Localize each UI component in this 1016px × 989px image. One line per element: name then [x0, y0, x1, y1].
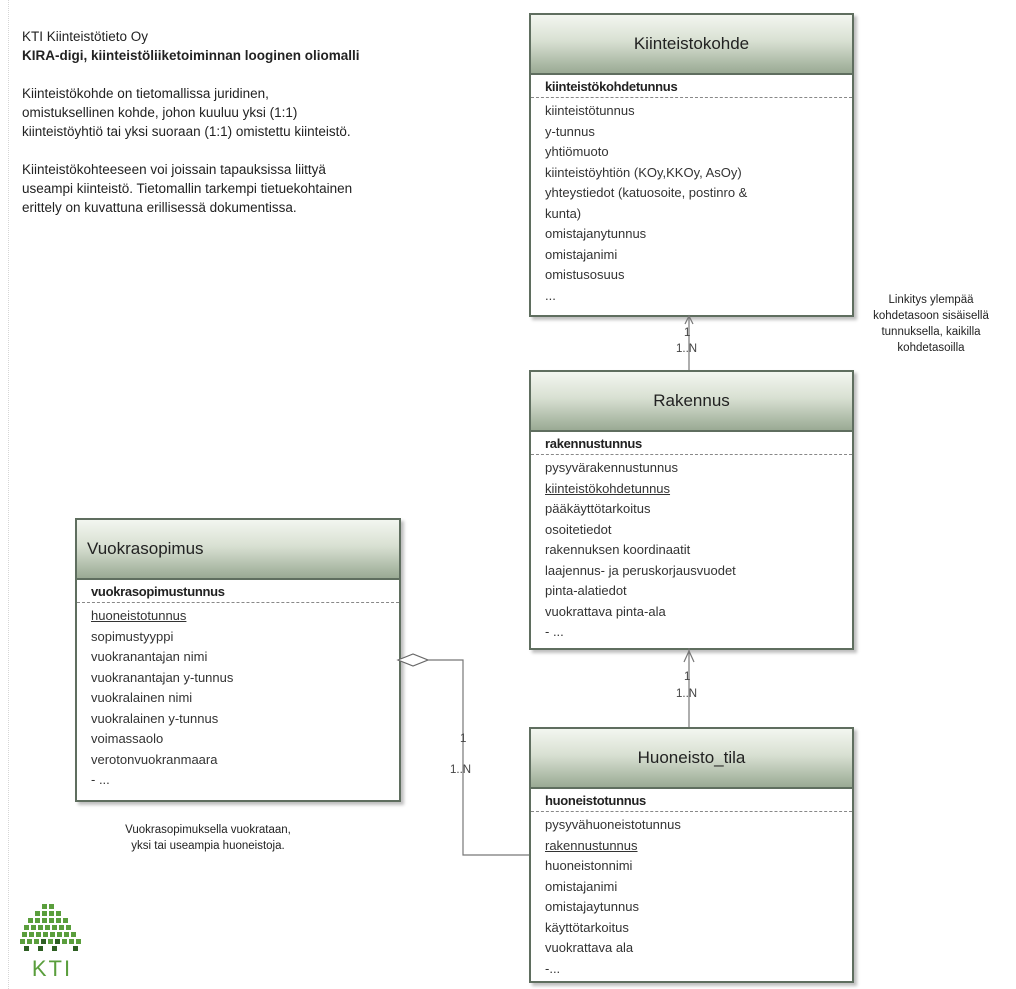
attribute: yhtiömuoto	[545, 144, 609, 159]
attribute: - ...	[545, 624, 564, 639]
attribute: omistajanimi	[545, 878, 618, 894]
attribute: laajennus- ja peruskorjausvuodet	[545, 562, 736, 578]
foreign-key-attribute: rakennustunnus	[545, 837, 638, 853]
attribute: - ...	[91, 772, 110, 787]
primary-key: vuokrasopimustunnus	[77, 580, 399, 603]
attribute-list: huoneistotunnus sopimustyyppi vuokranant…	[77, 603, 399, 795]
crowfoot-rakennus-huoneisto	[683, 649, 695, 663]
multiplicity-many: 1..N	[676, 688, 698, 700]
attribute: pääkäyttötarkoitus	[545, 501, 651, 516]
attribute: vuokralainen y-tunnus	[91, 710, 219, 726]
entity-title: Kiinteistokohde	[531, 15, 852, 75]
attribute: vuokralainen nimi	[91, 690, 193, 705]
attribute: omistajanytunnus	[545, 226, 647, 241]
attribute: käyttötarkoitus	[545, 919, 629, 935]
attribute: sopimustyyppi	[91, 628, 174, 644]
foreign-key-attribute: huoneistotunnus	[91, 608, 187, 623]
entity-title: Rakennus	[531, 372, 852, 432]
attribute: pysyvärakennustunnus	[545, 460, 678, 475]
entity-huoneisto-tila[interactable]: Huoneisto_tila huoneistotunnus pysyvähuo…	[529, 727, 854, 983]
intro-paragraph-2: Kiinteistökohteeseen voi joissain tapauk…	[22, 162, 353, 215]
page-edge-guide	[8, 0, 9, 989]
attribute-list: pysyvähuoneistotunnus rakennustunnus huo…	[531, 812, 852, 983]
attribute: -...	[545, 960, 561, 976]
entity-kiinteistokohde[interactable]: Kiinteistokohde kiinteistökohdetunnus ki…	[529, 13, 854, 317]
attribute: vuokranantajan y-tunnus	[91, 669, 234, 685]
primary-key: rakennustunnus	[531, 432, 852, 455]
attribute: ...	[545, 287, 556, 303]
attribute: kunta)	[545, 205, 582, 221]
primary-key: huoneistotunnus	[531, 789, 852, 812]
attribute: pysyvähuoneistotunnus	[545, 817, 681, 832]
multiplicity-one: 1	[684, 327, 691, 339]
attribute: verotonvuokranmaara	[91, 751, 218, 767]
attribute: omistajanimi	[545, 246, 618, 262]
attribute: omistusosuus	[545, 267, 625, 282]
attribute: vuokrattava ala	[545, 940, 634, 955]
relation-line-vuokrasopimus-huoneisto	[428, 659, 529, 856]
attribute: yhteystiedot (katuosoite, postinro &	[545, 185, 748, 200]
entity-title: Vuokrasopimus	[77, 520, 399, 580]
attribute: y-tunnus	[545, 123, 595, 139]
aggregation-diamond	[396, 653, 430, 667]
attribute-list: kiinteistötunnus y-tunnus yhtiömuoto kii…	[531, 98, 852, 310]
entity-title: Huoneisto_tila	[531, 729, 852, 789]
diagram-title: KIRA-digi, kiinteistöliiketoiminnan loog…	[22, 48, 360, 63]
attribute: osoitetiedot	[545, 521, 612, 537]
linking-note: Linkitys ylempää kohdetasoon sisäisellä …	[873, 294, 989, 354]
attribute: pinta-alatiedot	[545, 583, 627, 598]
lease-note: Vuokrasopimuksella vuokrataan, yksi tai …	[125, 824, 291, 852]
entity-rakennus[interactable]: Rakennus rakennustunnus pysyvärakennustu…	[529, 370, 854, 650]
attribute-list: pysyvärakennustunnus kiinteistökohdetunn…	[531, 455, 852, 647]
multiplicity-many: 1..N	[676, 343, 698, 355]
intro-text: KTI Kiinteistötieto Oy KIRA-digi, kiinte…	[22, 27, 362, 217]
attribute: rakennuksen koordinaatit	[545, 542, 691, 557]
crowfoot-kohde-rakennus	[684, 314, 694, 325]
attribute: vuokranantajan nimi	[91, 649, 208, 664]
multiplicity-one: 1	[684, 671, 691, 683]
intro-paragraph-1: Kiinteistökohde on tietomallissa juridin…	[22, 86, 351, 139]
attribute: voimassaolo	[91, 731, 164, 746]
kti-logo: KTI	[20, 904, 81, 981]
attribute: huoneistonnimi	[545, 858, 633, 873]
attribute: vuokrattava pinta-ala	[545, 603, 666, 619]
foreign-key-attribute: kiinteistökohdetunnus	[545, 480, 671, 496]
attribute: omistajaytunnus	[545, 899, 639, 914]
multiplicity-many: 1..N	[450, 764, 472, 776]
attribute: kiinteistöyhtiön (KOy,KKOy, AsOy)	[545, 164, 742, 180]
primary-key: kiinteistökohdetunnus	[531, 75, 852, 98]
company-name: KTI Kiinteistötieto Oy	[22, 29, 149, 44]
attribute: kiinteistötunnus	[545, 103, 635, 118]
logo-text: KTI	[32, 956, 72, 981]
multiplicity-one: 1	[460, 733, 467, 745]
